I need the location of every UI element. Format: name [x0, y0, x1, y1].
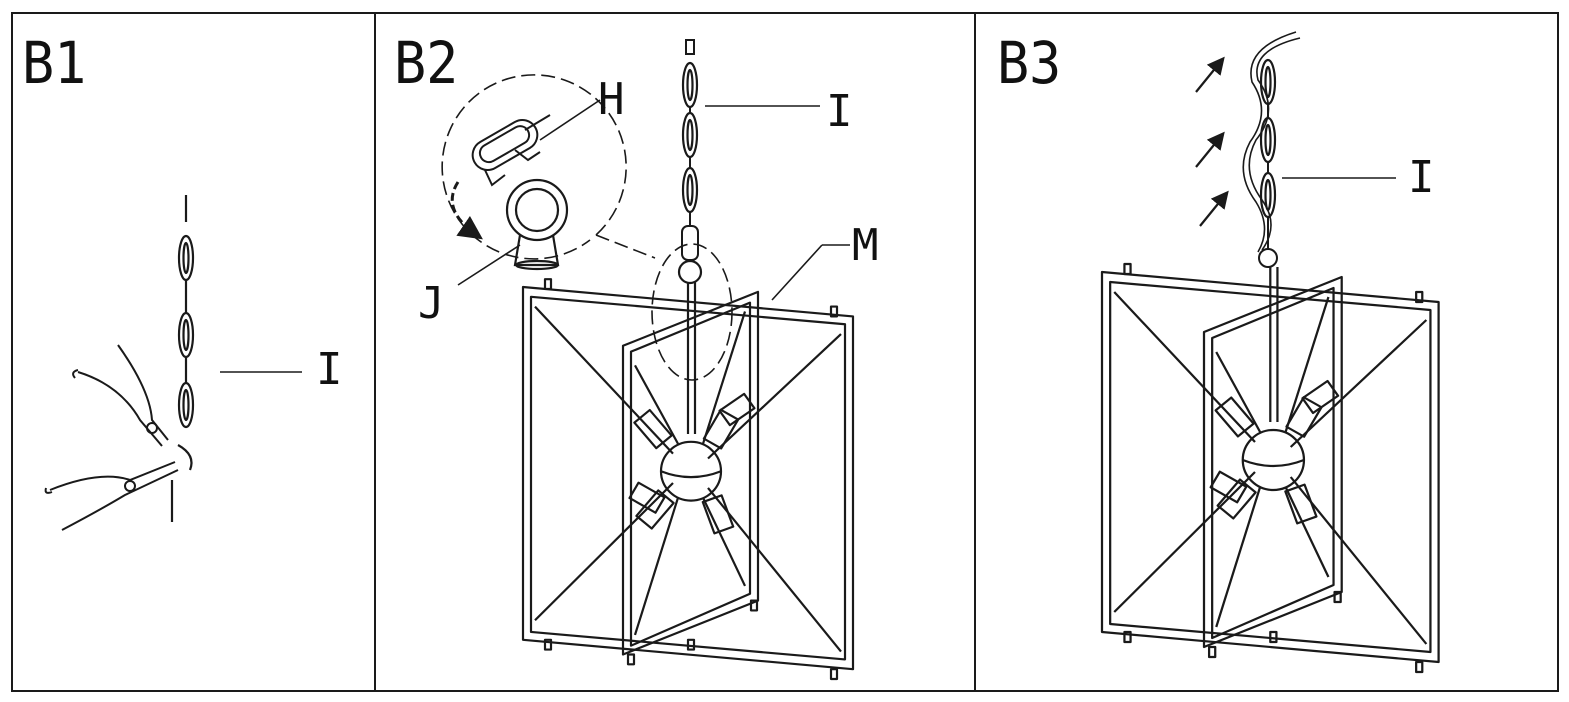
b2-part-label-i: I: [826, 86, 853, 137]
rotate-arrow-icon: [450, 181, 483, 240]
b2-part-label-j: J: [418, 278, 445, 329]
b1-part-label-i: I: [316, 344, 343, 395]
step-label-b2: B2: [394, 29, 459, 97]
b3-chain-icon: [1258, 58, 1278, 268]
b2-leader-j: [457, 244, 521, 286]
panel-borders: [11, 12, 1559, 692]
b1-pliers-icon: [44, 344, 179, 531]
b2-leader-m: [771, 244, 823, 301]
up-arrow-icon: [1195, 56, 1229, 227]
b2-pendant-frame-icon: [521, 278, 855, 681]
b2-part-label-h: H: [598, 74, 625, 125]
b2-part-label-m: M: [852, 220, 879, 271]
b2-leader-h: [539, 99, 601, 141]
step-label-b1: B1: [22, 29, 87, 97]
b3-pendant-frame-icon: [1100, 262, 1440, 674]
loop-ring-icon: [505, 178, 569, 271]
wire-icon: [1242, 31, 1301, 253]
b3-part-label-i: I: [1408, 152, 1435, 203]
b2-chain-icon: [677, 39, 703, 285]
step-label-b3: B3: [997, 29, 1062, 97]
connector-link-icon: [471, 114, 551, 187]
b1-chain-icon: [170, 195, 195, 522]
